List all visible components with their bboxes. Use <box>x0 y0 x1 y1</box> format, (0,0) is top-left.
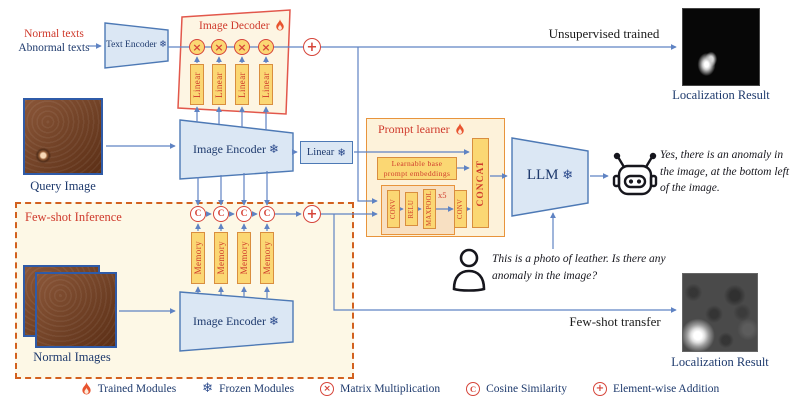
legend-cosine: C Cosine Similarity <box>466 381 567 396</box>
x5-label: x5 <box>438 190 447 200</box>
legend: Trained Modules ❄ Frozen Modules × Matri… <box>60 381 740 396</box>
normal-texts-label: Normal texts <box>24 28 84 40</box>
frozen-snowflake-icon: ❄ <box>202 381 214 396</box>
memory-box-4: Memory <box>260 232 274 284</box>
localization-result-image-bottom <box>682 273 758 352</box>
matmul-icon: × <box>320 381 335 396</box>
linear-frozen-module: Linear ❄ <box>300 141 353 164</box>
llm-answer-text: Yes, there is an anomaly in the image, a… <box>660 149 790 195</box>
legend-addition: + Element-wise Addition <box>592 381 719 396</box>
query-image-caption: Query Image <box>30 179 96 193</box>
memory-box-1: Memory <box>191 232 205 284</box>
memory-box-3: Memory <box>237 232 251 284</box>
abnormal-texts-label: Abnormal texts <box>18 42 90 54</box>
user-icon <box>452 248 486 292</box>
conv1-box: CONV <box>387 190 400 228</box>
frozen-snowflake-icon: ❄ <box>268 314 280 328</box>
legend-frozen: ❄ Frozen Modules <box>202 381 295 396</box>
concat-box: CONCAT <box>472 138 489 228</box>
matmul-icon: × <box>258 39 274 55</box>
trained-flame-icon <box>455 123 464 135</box>
user-question-text: This is a photo of leather. Is there any… <box>492 253 666 282</box>
legend-trained: Trained Modules <box>81 381 176 396</box>
legend-matmul: × Matrix Multiplication <box>320 381 440 396</box>
frozen-snowflake-icon: ❄ <box>562 168 574 183</box>
cosine-icon: C <box>213 206 229 222</box>
cosine-icon: C <box>259 206 275 222</box>
memory-box-2: Memory <box>214 232 228 284</box>
image-encoder-module-bottom: Image Encoder ❄ <box>192 314 280 328</box>
llm-module: LLM ❄ <box>526 167 574 183</box>
add-icon: + <box>303 205 321 223</box>
query-image <box>23 98 103 175</box>
image-encoder-module-top: Image Encoder ❄ <box>192 142 280 156</box>
add-icon: + <box>303 38 321 56</box>
relu-box: RELU <box>405 192 418 226</box>
maxpool-box: MAXPOOL <box>423 189 436 229</box>
trained-flame-icon <box>275 19 284 31</box>
decoder-linear-4: Linear <box>259 64 273 105</box>
cosine-icon: C <box>190 206 206 222</box>
decoder-linear-3: Linear <box>235 64 249 105</box>
image-decoder-module: Image Decoder <box>199 19 285 32</box>
frozen-snowflake-icon: ❄ <box>337 146 347 159</box>
normal-images-caption: Normal Images <box>33 350 111 364</box>
frozen-snowflake-icon: ❄ <box>159 39 168 50</box>
text-encoder-module: Text Encoder ❄ <box>105 39 168 50</box>
learnable-prompt-box: Learnable base prompt embeddings <box>377 157 457 180</box>
frozen-snowflake-icon: ❄ <box>268 142 280 156</box>
cosine-icon: C <box>466 381 481 396</box>
decoder-linear-1: Linear <box>190 64 204 105</box>
localization-result-caption-top: Localization Result <box>672 88 770 102</box>
cosine-icon: C <box>236 206 252 222</box>
normal-image-front <box>35 272 117 348</box>
add-icon: + <box>592 381 607 396</box>
trained-flame-icon <box>82 381 91 394</box>
matmul-icon: × <box>234 39 250 55</box>
few-shot-transfer-label: Few-shot transfer <box>569 314 661 329</box>
decoder-linear-2: Linear <box>212 64 226 105</box>
conv2-box: CONV <box>454 190 467 228</box>
robot-icon <box>612 152 658 196</box>
matmul-icon: × <box>211 39 227 55</box>
matmul-icon: × <box>189 39 205 55</box>
few-shot-inference-title: Few-shot Inference <box>25 210 122 224</box>
localization-result-image-top <box>682 8 760 86</box>
localization-result-caption-bottom: Localization Result <box>671 355 769 369</box>
prompt-learner-title: Prompt learner <box>378 122 465 137</box>
unsupervised-trained-label: Unsupervised trained <box>548 26 660 41</box>
